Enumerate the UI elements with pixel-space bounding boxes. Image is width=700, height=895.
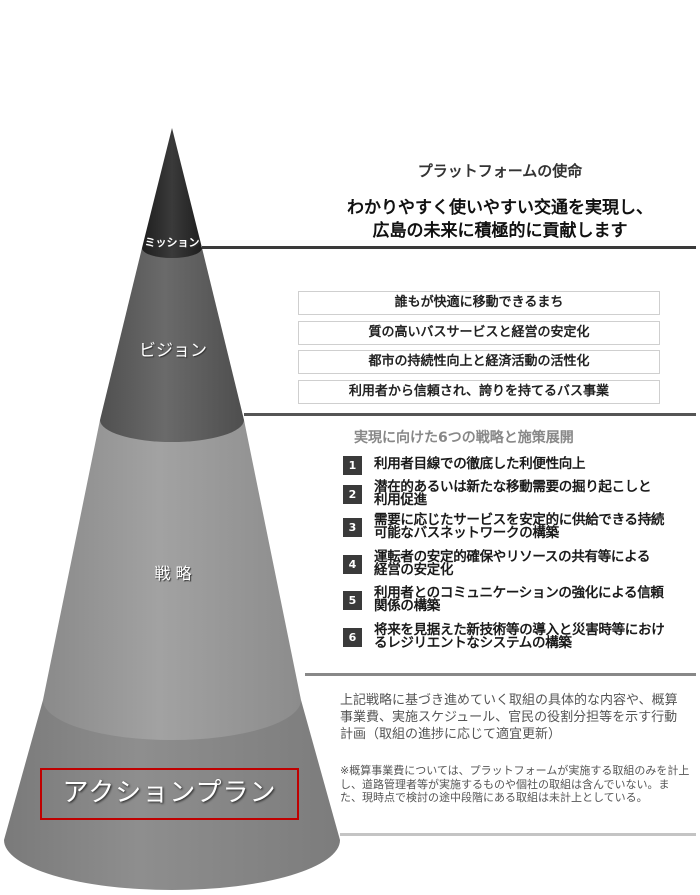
action-plan-label: アクションプラン [62, 778, 277, 808]
strategy-number-badge: 3 [343, 518, 362, 537]
strategy-number-badge: 4 [343, 555, 362, 574]
strategy-text: 運転者の安定的確保やリソースの共有等による [374, 549, 651, 565]
strategy-text-cont: 関係の構築 [374, 598, 440, 614]
strategy-item: 5 利用者とのコミュニケーションの強化による信頼関係の構築 [343, 585, 693, 614]
action-plan-note: ※概算事業費については、プラットフォームが実施する取組のみを計上し、道路管理者等… [340, 764, 690, 804]
strategy-heading: 実現に向けた6つの戦略と施策展開 [354, 430, 574, 446]
cone-layer-mission [142, 128, 202, 258]
strategy-item: 2 潜在的あるいは新たな移動需要の掘り起こしと利用促進 [343, 479, 693, 508]
cone-layer-action [4, 700, 340, 890]
vision-label: ビジョン [139, 341, 207, 361]
strategy-text-cont: 利用促進 [374, 492, 427, 508]
mission-statement-line1: わかりやすく使いやすい交通を実現し、 [347, 198, 653, 218]
vision-divider-line [244, 413, 696, 416]
vision-item: 誰もが快適に移動できるまち [298, 291, 660, 315]
strategy-number-badge: 1 [343, 456, 362, 475]
strategy-number-badge: 2 [343, 485, 362, 504]
strategy-text: 需要に応じたサービスを安定的に供給できる持続 [374, 512, 665, 528]
mission-label: ミッション [144, 236, 200, 249]
vision-item: 都市の持続性向上と経済活動の活性化 [298, 350, 660, 374]
action-plan-description: 上記戦略に基づき進めていく取組の具体的な内容や、概算事業費、実施スケジュール、官… [340, 693, 678, 742]
strategy-number-badge: 6 [343, 628, 362, 647]
strategy-text-cont: 経営の安定化 [374, 562, 454, 578]
strategy-divider-line [305, 673, 696, 676]
cone-layer-strategy [43, 420, 301, 740]
strategy-label: 戦 略 [154, 564, 192, 583]
strategy-text: 将来を見据えた新技術等の導入と災害時等におけ [374, 622, 665, 638]
strategy-text-cont: るレジリエントなシステムの構築 [374, 635, 572, 651]
mission-heading: プラットフォームの使命 [417, 162, 583, 180]
vision-item: 質の高いバスサービスと経営の安定化 [298, 321, 660, 345]
mission-statement-line2: 広島の未来に積極的に貢献します [372, 221, 628, 241]
strategy-item: 6 将来を見据えた新技術等の導入と災害時等におけるレジリエントなシステムの構築 [343, 622, 693, 651]
cone-layer-vision [100, 248, 244, 442]
vision-item: 利用者から信頼され、誇りを持てるバス事業 [298, 380, 660, 404]
action-plan-highlight-box: アクションプラン [40, 768, 299, 820]
strategy-text: 利用者目線での徹底した利便性向上 [374, 456, 586, 472]
strategy-item: 4 運転者の安定的確保やリソースの共有等による経営の安定化 [343, 549, 693, 578]
strategy-number-badge: 5 [343, 591, 362, 610]
strategy-text: 利用者とのコミュニケーションの強化による信頼 [374, 585, 664, 601]
strategy-item: 1 利用者目線での徹底した利便性向上 [343, 455, 693, 475]
strategy-text-cont: 可能なバスネットワークの構築 [374, 525, 559, 541]
strategy-item: 3 需要に応じたサービスを安定的に供給できる持続可能なバスネットワークの構築 [343, 512, 693, 541]
mission-divider-line [202, 246, 696, 249]
strategy-text: 潜在的あるいは新たな移動需要の掘り起こしと [374, 479, 652, 495]
action-divider-line [340, 833, 696, 836]
